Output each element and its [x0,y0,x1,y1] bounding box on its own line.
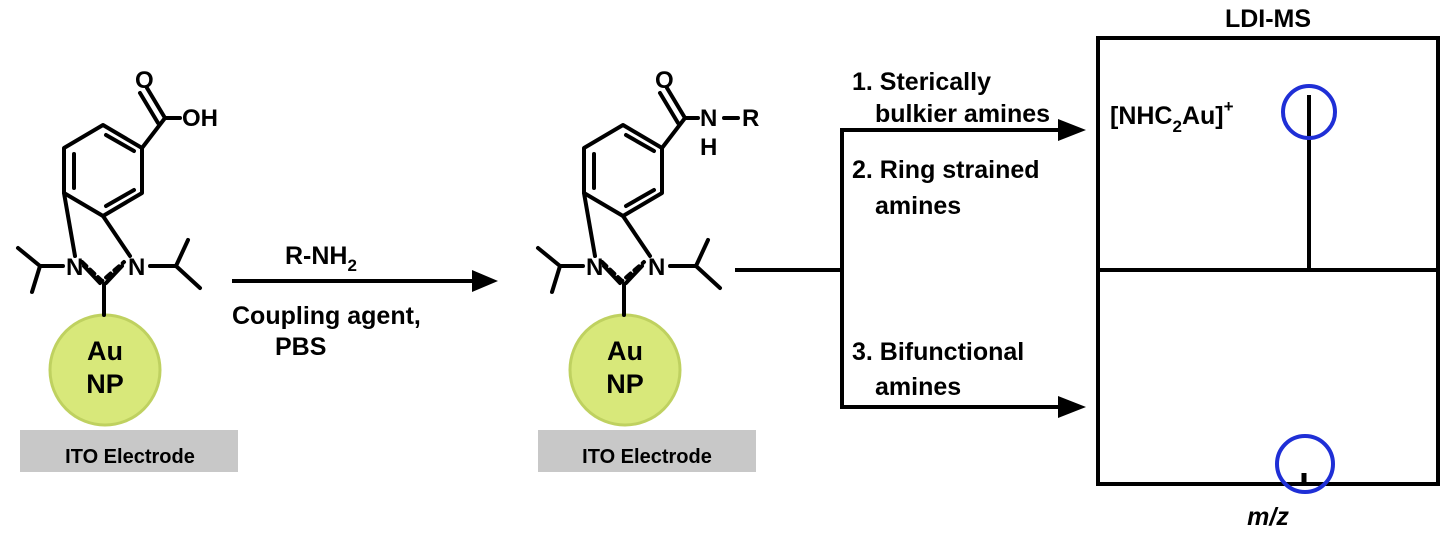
branch-lower-arrowhead [1058,396,1086,418]
ion-label-subscript: 2 [1173,117,1182,136]
branch-1-line-2: bulkier amines [875,100,1050,128]
ms-xaxis-label: m/z [1247,503,1289,531]
right-amide-n: N [700,105,717,132]
left-n-right: N [128,254,145,281]
ms-frame [1096,36,1440,486]
right-electrode [538,430,756,472]
left-carboxyl-bonds [138,86,182,150]
left-n-left: N [66,254,83,281]
left-molecule: ITO Electrode Au NP O OH N N [16,67,238,472]
conditions-line-2: PBS [275,333,326,361]
right-n-right: N [648,254,665,281]
right-carbonyl-o: O [655,67,674,94]
reagent-label: R-NH2 [285,242,357,275]
left-carbonyl-o: O [135,67,154,94]
right-electrode-label: ITO Electrode [582,446,712,468]
conditions-line-1: Coupling agent, [232,302,421,330]
left-ring-inner-bonds [72,133,136,208]
right-ring-inner-bonds [592,133,656,208]
right-r-group: R [742,105,759,132]
left-hydroxyl: OH [182,105,218,132]
ion-label-end: Au] [1182,102,1224,130]
branch-arrows: 1. Sterically bulkier amines 2. Ring str… [735,68,1086,418]
left-carbene-dashes [80,260,126,283]
ion-label-main: [NHC [1110,102,1173,130]
branch-2-line-2: amines [875,192,961,220]
ms-upper-highlight-circle [1281,84,1337,140]
right-np-label-au: Au [607,336,643,366]
ldi-ms-panel: LDI-MS [NHC2Au]+ m/z [1096,5,1440,531]
ms-title: LDI-MS [1225,5,1311,33]
right-amide-h: H [700,134,717,161]
left-imidazole-bonds [62,191,132,285]
ion-label-superscript: + [1224,97,1234,116]
reagent-main: R-NH [285,242,348,270]
branch-3-line-2: amines [875,373,961,401]
left-isopropyl-groups [16,238,202,294]
reaction-arrow-head [472,270,498,292]
left-electrode-label: ITO Electrode [65,446,195,468]
branch-1-line-1: 1. Sterically [852,68,991,96]
right-carbene-dashes [600,260,646,283]
branch-upper-arrowhead [1058,119,1086,141]
left-np-label-au: Au [87,336,123,366]
right-imidazole-bonds [582,191,652,285]
right-np-label-np: NP [606,369,644,399]
reagent-subscript: 2 [348,256,357,275]
right-n-left: N [586,254,603,281]
reaction-arrow-group: R-NH2 Coupling agent, PBS [232,242,498,361]
left-electrode [20,430,238,472]
right-isopropyl-groups [536,238,722,294]
branch-2-line-1: 2. Ring strained [852,156,1040,184]
right-amide-bonds [658,86,740,150]
ms-lower-highlight-circle [1275,434,1335,494]
ms-ion-label: [NHC2Au]+ [1110,97,1234,136]
branch-3-line-1: 3. Bifunctional [852,338,1024,366]
left-np-label-np: NP [86,369,124,399]
right-molecule: ITO Electrode Au NP O N H R N N [536,67,759,472]
